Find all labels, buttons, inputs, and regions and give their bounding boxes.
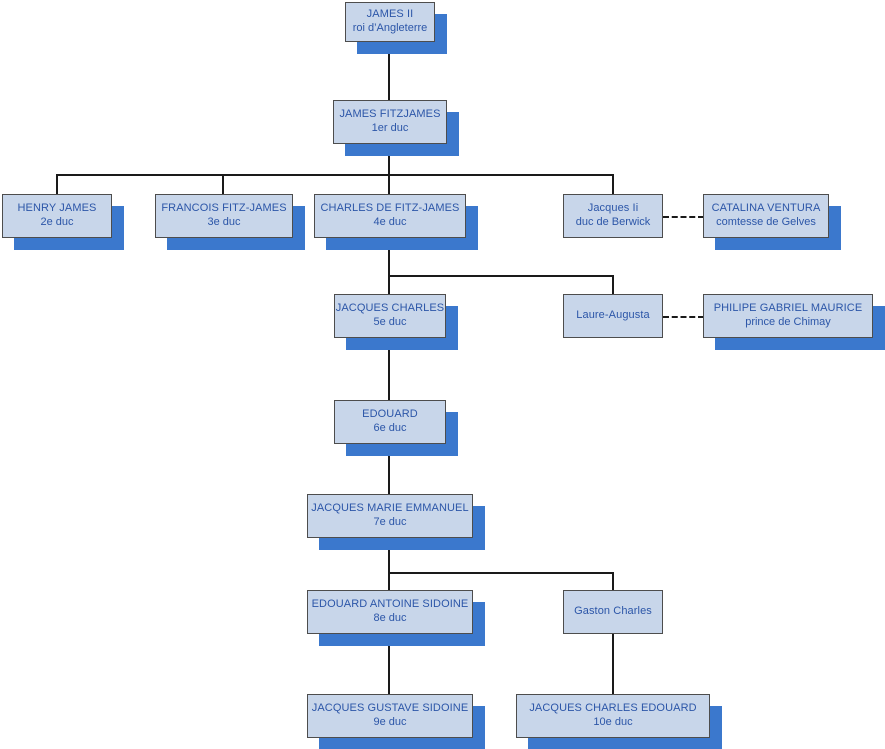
connector-v-eas8-jgs9 xyxy=(388,634,390,695)
connector-v-gaston-jce10 xyxy=(612,634,614,695)
connector-v-e6-jme7 xyxy=(388,444,390,495)
node-subtitle-label: comtesse de Gelves xyxy=(716,216,816,228)
node-subtitle-label: 6e duc xyxy=(373,422,407,434)
connector-v-bar3-eas8 xyxy=(388,572,390,591)
connector-v-bar1-henry xyxy=(56,174,58,195)
node-subtitle-label: 5e duc xyxy=(373,316,407,328)
node-gaston[interactable]: Gaston Charles xyxy=(563,590,663,634)
node-name-label: Jacques Ii xyxy=(587,202,639,215)
connector-h-bar-charles-kids xyxy=(388,275,613,277)
node-name-label: EDOUARD ANTOINE SIDOINE xyxy=(311,598,469,611)
connector-v-bar2-laure xyxy=(612,275,614,295)
marriage-connector-d-jacquesii-catalina xyxy=(663,216,704,218)
connector-v-j5-edouard xyxy=(388,338,390,401)
node-name-label: EDOUARD xyxy=(362,408,418,421)
node-subtitle-label: 1er duc xyxy=(371,122,409,134)
node-name-label: JAMES II xyxy=(366,8,414,21)
node-subtitle-label: 8e duc xyxy=(373,612,407,624)
connector-v-bar1-francois xyxy=(222,174,224,195)
connector-v-duc1-down xyxy=(388,144,390,175)
node-name-label: JACQUES CHARLES EDOUARD xyxy=(529,702,697,715)
node-name-label: JACQUES CHARLES xyxy=(335,302,445,315)
node-name-label: Gaston Charles xyxy=(574,605,652,618)
connector-h-bar-duc1-children xyxy=(56,174,613,176)
node-subtitle-label: 2e duc xyxy=(40,216,74,228)
connector-v-bar3-gaston xyxy=(612,572,614,591)
connector-v-charles-down xyxy=(388,238,390,276)
node-subtitle-label: 4e duc xyxy=(373,216,407,228)
connector-v-bar2-jacques5 xyxy=(388,275,390,295)
node-subtitle-label: roi d’Angleterre xyxy=(352,22,428,34)
node-name-label: CHARLES DE FITZ-JAMES xyxy=(320,202,460,215)
connector-v-bar1-jacquesii xyxy=(612,174,614,195)
connector-v-bar1-charles xyxy=(388,174,390,195)
node-subtitle-label: duc de Berwick xyxy=(575,216,651,228)
node-laure[interactable]: Laure-Augusta xyxy=(563,294,663,338)
node-name-label: JACQUES GUSTAVE SIDOINE xyxy=(311,702,469,715)
node-subtitle-label: 3e duc xyxy=(207,216,241,228)
connector-h-bar-jme7-kids xyxy=(388,572,613,574)
node-name-label: PHILIPE GABRIEL MAURICE xyxy=(713,302,863,315)
node-name-label: HENRY JAMES xyxy=(17,202,97,215)
node-subtitle-label: prince de Chimay xyxy=(745,316,831,328)
node-name-label: Laure-Augusta xyxy=(576,309,650,322)
node-subtitle-label: 9e duc xyxy=(373,716,407,728)
node-subtitle-label: 10e duc xyxy=(593,716,633,728)
node-subtitle-label: 7e duc xyxy=(373,516,407,528)
node-name-label: JAMES FITZJAMES xyxy=(339,108,441,121)
node-name-label: FRANCOIS FITZ-JAMES xyxy=(161,202,287,215)
connector-v-james2-down xyxy=(388,42,390,100)
node-name-label: CATALINA VENTURA xyxy=(711,202,821,215)
node-name-label: JACQUES MARIE EMMANUEL xyxy=(311,502,469,515)
connector-v-jme7-down xyxy=(388,538,390,573)
marriage-connector-d-laure-philipe xyxy=(663,316,704,318)
